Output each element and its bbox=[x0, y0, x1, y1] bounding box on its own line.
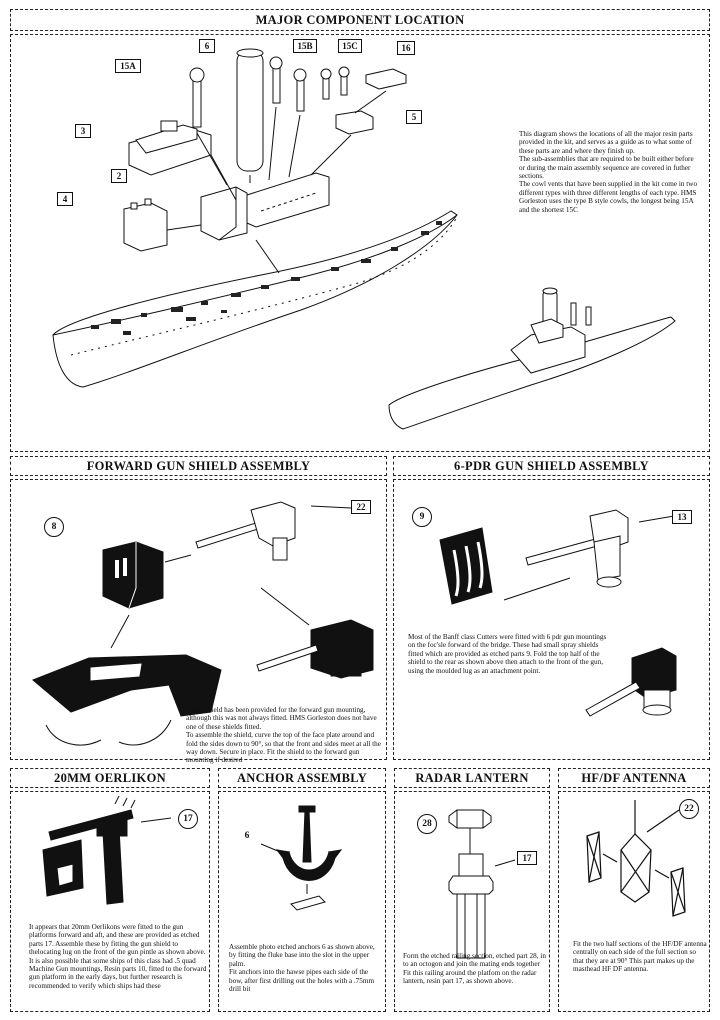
label-part-17: 17 bbox=[178, 809, 198, 829]
label-part-15b: 15B bbox=[293, 39, 317, 53]
label-part-4: 4 bbox=[57, 192, 73, 206]
six-pdr-title-text: 6-PDR GUN SHIELD ASSEMBLY bbox=[454, 458, 649, 473]
label-part-16: 16 bbox=[397, 41, 415, 55]
label-part-6: 6 bbox=[199, 39, 215, 53]
forward-gun-section-title: FORWARD GUN SHIELD ASSEMBLY bbox=[10, 456, 387, 476]
label-part-13: 13 bbox=[672, 510, 692, 524]
label-part-17-radar: 17 bbox=[517, 851, 537, 865]
six-pdr-description: Most of the Banff class Cutters were fit… bbox=[408, 633, 608, 675]
radar-title-text: RADAR LANTERN bbox=[415, 770, 529, 785]
hfdf-title-text: HF/DF ANTENNA bbox=[581, 770, 687, 785]
forward-gun-diagram bbox=[32, 501, 374, 746]
major-text-3: The cowl vents that have been supplied i… bbox=[519, 180, 698, 214]
oerlikon-section-title: 20MM OERLIKON bbox=[10, 768, 210, 788]
label-part-28: 28 bbox=[417, 814, 437, 834]
forward-gun-title-text: FORWARD GUN SHIELD ASSEMBLY bbox=[86, 458, 311, 473]
anchor-panel: 6 Assemble photo etched anchors 6 as sho… bbox=[218, 791, 386, 1012]
major-text-1: This diagram shows the locations of all … bbox=[519, 130, 693, 155]
radar-description: Form the etched railing section, etched … bbox=[403, 952, 549, 986]
radar-diagram bbox=[448, 809, 516, 959]
major-text-2: The sub-assemblies that are required to … bbox=[519, 155, 694, 181]
hfdf-diagram bbox=[586, 800, 686, 917]
six-pdr-section-title: 6-PDR GUN SHIELD ASSEMBLY bbox=[393, 456, 710, 476]
ship-exploded-diagram bbox=[52, 48, 676, 430]
label-part-2: 2 bbox=[111, 169, 127, 183]
six-pdr-panel: 9 13 Most of the Banff class Cutters wer… bbox=[393, 479, 710, 760]
radar-section-title: RADAR LANTERN bbox=[394, 768, 550, 788]
anchor-description: Assemble photo etched anchors 6 as shown… bbox=[229, 943, 383, 993]
oerlikon-text-1: It appears that 20mm Oerlikons were fitt… bbox=[29, 923, 206, 957]
anchor-text-1: Assemble photo etched anchors 6 as shown… bbox=[229, 943, 375, 968]
label-part-3: 3 bbox=[75, 124, 91, 138]
major-component-panel: 6 15B 15C 16 15A 3 5 2 4 This diagram sh… bbox=[10, 34, 710, 452]
hfdf-text-1: Fit the two half sections of the HF/DF a… bbox=[573, 940, 707, 974]
anchor-title-text: ANCHOR ASSEMBLY bbox=[236, 770, 368, 785]
oerlikon-text-2: It is also possible that some ships of t… bbox=[29, 956, 207, 990]
radar-text-1: Form the etched railing section, etched … bbox=[403, 952, 546, 986]
major-description: This diagram shows the locations of all … bbox=[519, 130, 699, 214]
oerlikon-description: It appears that 20mm Oerlikons were fitt… bbox=[29, 923, 207, 990]
anchor-diagram bbox=[260, 805, 343, 911]
hfdf-section-title: HF/DF ANTENNA bbox=[558, 768, 710, 788]
major-section-title: MAJOR COMPONENT LOCATION bbox=[10, 9, 710, 31]
forward-gun-panel: 8 22 A gun shield has been provided for … bbox=[10, 479, 387, 764]
oerlikon-diagram bbox=[42, 795, 172, 905]
label-part-22: 22 bbox=[351, 500, 371, 514]
label-part-22-hfdf: 22 bbox=[679, 799, 699, 819]
hfdf-description: Fit the two half sections of the HF/DF a… bbox=[573, 940, 707, 974]
hfdf-panel: 22 Fit the two half sections of the HF/D… bbox=[558, 791, 710, 1012]
oerlikon-panel: 17 It appears that 20mm Oerlikons were f… bbox=[10, 791, 210, 1012]
label-part-8: 8 bbox=[44, 517, 64, 537]
label-part-5: 5 bbox=[406, 110, 422, 124]
six-pdr-text-1: Most of the Banff class Cutters were fit… bbox=[408, 633, 607, 675]
major-title-text: MAJOR COMPONENT LOCATION bbox=[255, 12, 465, 27]
six-pdr-diagram bbox=[439, 509, 677, 717]
label-part-15c: 15C bbox=[338, 39, 362, 53]
forward-gun-text-1: A gun shield has been provided for the f… bbox=[186, 706, 377, 731]
anchor-text-2: Fit anchors into the hawse pipes each si… bbox=[229, 968, 375, 994]
label-part-15a: 15A bbox=[115, 59, 141, 73]
forward-gun-text-2: To assemble the shield, curve the top of… bbox=[186, 731, 381, 765]
label-part-6-anchor: 6 bbox=[239, 829, 255, 845]
oerlikon-title-text: 20MM OERLIKON bbox=[54, 770, 166, 785]
forward-gun-description: A gun shield has been provided for the f… bbox=[186, 706, 384, 765]
label-part-9: 9 bbox=[412, 507, 432, 527]
radar-panel: 28 17 Form the etched railing section, e… bbox=[394, 791, 550, 1012]
anchor-section-title: ANCHOR ASSEMBLY bbox=[218, 768, 386, 788]
